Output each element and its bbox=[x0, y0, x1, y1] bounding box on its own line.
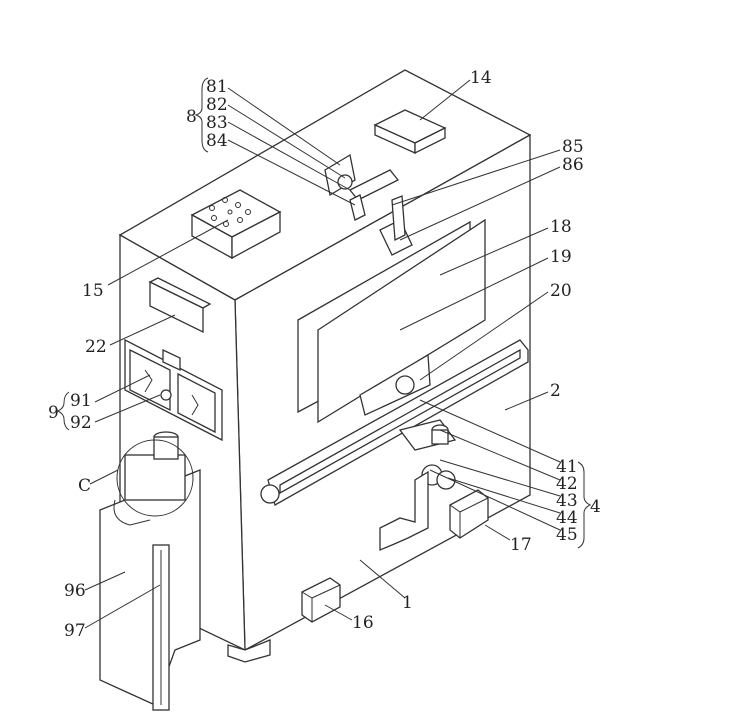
screen-18-19 bbox=[297, 218, 486, 424]
label-91: 91 bbox=[70, 391, 92, 411]
label-85: 85 bbox=[562, 137, 584, 157]
label-81: 81 bbox=[206, 77, 228, 97]
label-4: 4 bbox=[590, 497, 601, 517]
box-14 bbox=[373, 109, 447, 155]
label-2: 2 bbox=[550, 381, 561, 401]
cylinder-96 bbox=[99, 431, 201, 711]
label-16: 16 bbox=[352, 613, 374, 633]
leader-lines bbox=[56, 77, 592, 629]
label-45: 45 bbox=[556, 525, 578, 545]
label-92: 92 bbox=[70, 413, 92, 433]
switch-panel-9 bbox=[124, 338, 223, 442]
label-17: 17 bbox=[510, 535, 532, 555]
label-1: 1 bbox=[402, 593, 413, 613]
label-83: 83 bbox=[206, 113, 228, 133]
label-9: 9 bbox=[48, 403, 59, 423]
label-8: 8 bbox=[186, 107, 197, 127]
label-22: 22 bbox=[85, 337, 107, 357]
rail-20 bbox=[260, 339, 529, 506]
label-18: 18 bbox=[550, 217, 572, 237]
display-22 bbox=[148, 277, 212, 334]
label-43: 43 bbox=[556, 491, 578, 511]
label-44: 44 bbox=[556, 508, 578, 528]
label-96: 96 bbox=[64, 581, 86, 601]
speaker-15 bbox=[190, 189, 282, 260]
label-86: 86 bbox=[562, 155, 584, 175]
label-42: 42 bbox=[556, 474, 578, 494]
label-20: 20 bbox=[550, 281, 572, 301]
reference-labels: 81 82 83 84 8 14 85 86 18 19 20 15 22 2 … bbox=[48, 68, 601, 641]
label-14: 14 bbox=[470, 68, 492, 88]
label-41: 41 bbox=[556, 457, 578, 477]
label-97: 97 bbox=[64, 621, 86, 641]
box-16 bbox=[301, 577, 341, 623]
label-C: C bbox=[78, 476, 91, 496]
label-82: 82 bbox=[206, 95, 228, 115]
label-19: 19 bbox=[550, 247, 572, 267]
assembly-4 bbox=[379, 419, 457, 551]
label-15: 15 bbox=[82, 281, 104, 301]
label-84: 84 bbox=[206, 131, 228, 151]
clamp-8 bbox=[324, 153, 413, 256]
box-17 bbox=[449, 489, 489, 539]
